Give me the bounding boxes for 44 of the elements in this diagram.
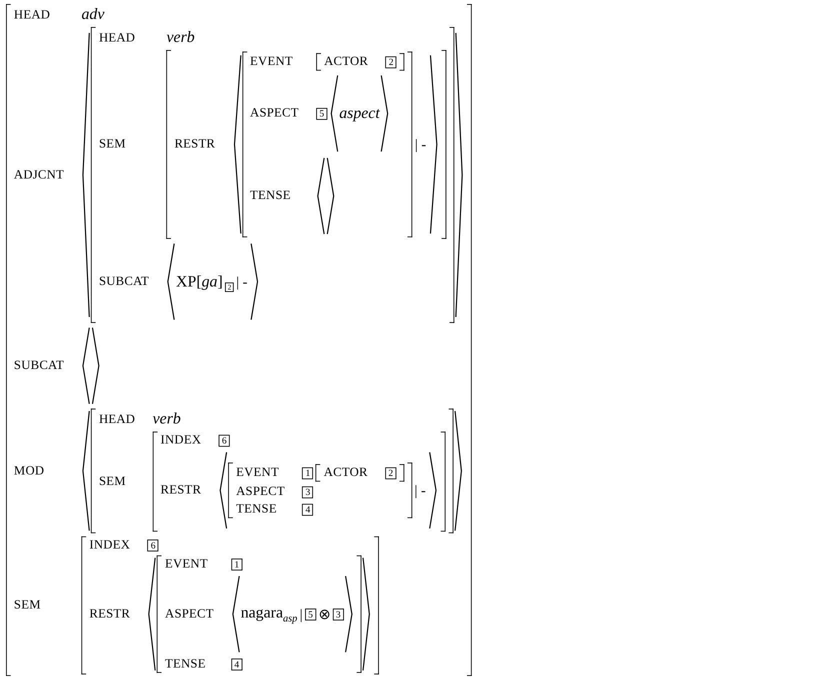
feature-value: XP[ga]: [176, 272, 223, 291]
feature-name: EVENT: [236, 466, 279, 480]
list-symbol: |: [298, 606, 304, 622]
feature-value: verb: [166, 28, 195, 46]
feature-name: ACTOR: [324, 466, 368, 480]
feature-value: aspect: [339, 104, 380, 123]
feature-name: HEAD: [98, 412, 136, 426]
structure-sharing-tag: 1: [302, 466, 314, 479]
feature-name: EVENT: [250, 54, 293, 68]
feature-name: SEM: [14, 598, 41, 612]
feature-name: INDEX: [160, 433, 202, 447]
feature-name: SEM: [98, 474, 126, 488]
feature-name: MOD: [14, 464, 44, 478]
feature-name: SEM: [98, 137, 126, 151]
feature-value: nagara$_{asp}$: [240, 604, 298, 624]
feature-value: verb: [152, 410, 181, 428]
feature-name: ASPECT: [250, 106, 299, 120]
structure-sharing-tag: 4: [302, 504, 314, 516]
feature-name: RESTR: [89, 606, 130, 620]
feature-name: RESTR: [174, 137, 216, 151]
list-symbol: | -: [235, 273, 248, 290]
feature-name: TENSE: [250, 188, 291, 202]
feature-value: adv: [82, 6, 104, 24]
structure-sharing-tag: 3: [302, 486, 314, 498]
feature-name: TENSE: [236, 502, 277, 516]
list-symbol: | -: [414, 136, 428, 153]
feature-name: HEAD: [98, 30, 136, 44]
list-symbol: | -: [414, 482, 427, 499]
feature-name: SUBCAT: [14, 358, 64, 372]
feature-name: TENSE: [165, 656, 206, 670]
feature-name: HEAD: [14, 8, 50, 22]
feature-name: ACTOR: [324, 54, 368, 68]
feature-name: ASPECT: [236, 484, 285, 498]
feature-name: SUBCAT: [98, 274, 150, 288]
structure-sharing-tag: 5: [316, 108, 328, 120]
list-symbol: ⊗: [317, 605, 332, 623]
feature-name: EVENT: [165, 557, 208, 570]
feature-name: ASPECT: [165, 606, 214, 620]
structure-sharing-tag: 2: [385, 467, 396, 480]
structure-sharing-tag: 2: [386, 56, 397, 68]
structure-sharing-tag: 6: [218, 434, 230, 447]
feature-name: ADJCNT: [14, 168, 64, 182]
feature-name: RESTR: [160, 483, 202, 497]
feature-name: INDEX: [89, 538, 130, 552]
